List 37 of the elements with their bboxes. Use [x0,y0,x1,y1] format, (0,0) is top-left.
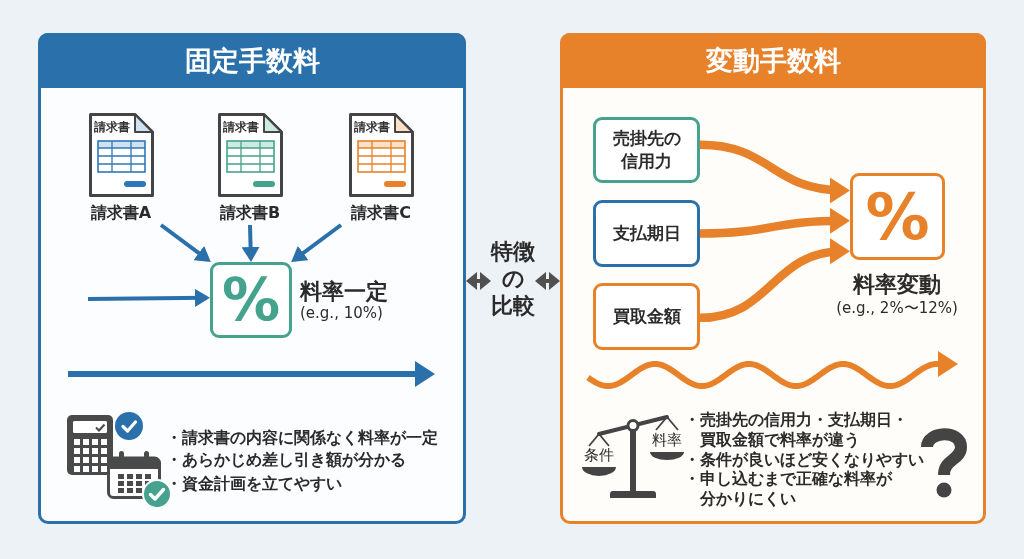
bullet-text: ・売掛先の信用力・支払期日・買取金額で料率が違う [684,410,909,450]
scale-label: 料率 [652,431,682,449]
rate-label: 料率一定 [300,278,388,306]
factor-box: 支払期日 [593,200,700,267]
panel-header: 変動手数料 [560,33,986,88]
arrow [699,140,850,203]
panel [560,33,986,524]
scale-label: 条件 [584,446,614,464]
double-arrow [466,271,491,290]
arrow [699,239,850,323]
arrow [291,223,343,262]
document-title: 請求書 [93,120,130,135]
panel [38,33,466,524]
percent-box: % [210,262,292,338]
panel-header: 固定手数料 [38,33,466,88]
arrow [159,223,211,262]
percent-box: % [850,173,945,260]
document-label: 請求書B [219,202,281,224]
rate-label: 料率変動 [853,271,941,299]
double-arrow [535,271,560,290]
arrow [241,224,260,262]
document-label: 請求書A [90,202,152,224]
document-title: 請求書 [222,120,259,135]
document-label: 請求書C [351,202,411,224]
bullet-text: ・条件が良いほど安くなりやすい [684,450,924,470]
factor-box: 買取金額 [593,283,700,350]
bullet-text: ・申し込むまで正確な料率が分かりにくい [684,469,894,509]
factor-box: 売掛先の信用力 [593,117,700,183]
bullet-text: ・請求書の内容に関係なく料率が一定 [166,427,438,449]
arrow [699,208,850,238]
document-title: 請求書 [353,120,390,135]
bullet-text: ・あらかじめ差し引き額が分かる [166,449,406,471]
rate-example: (e.g., 2%〜12%) [836,298,958,319]
comparison-label: 特徴の比較 [491,238,535,319]
arrow [87,288,210,307]
rate-example: (e.g., 10%) [300,303,383,324]
bullet-text: ・資金計画を立てやすい [166,473,342,495]
